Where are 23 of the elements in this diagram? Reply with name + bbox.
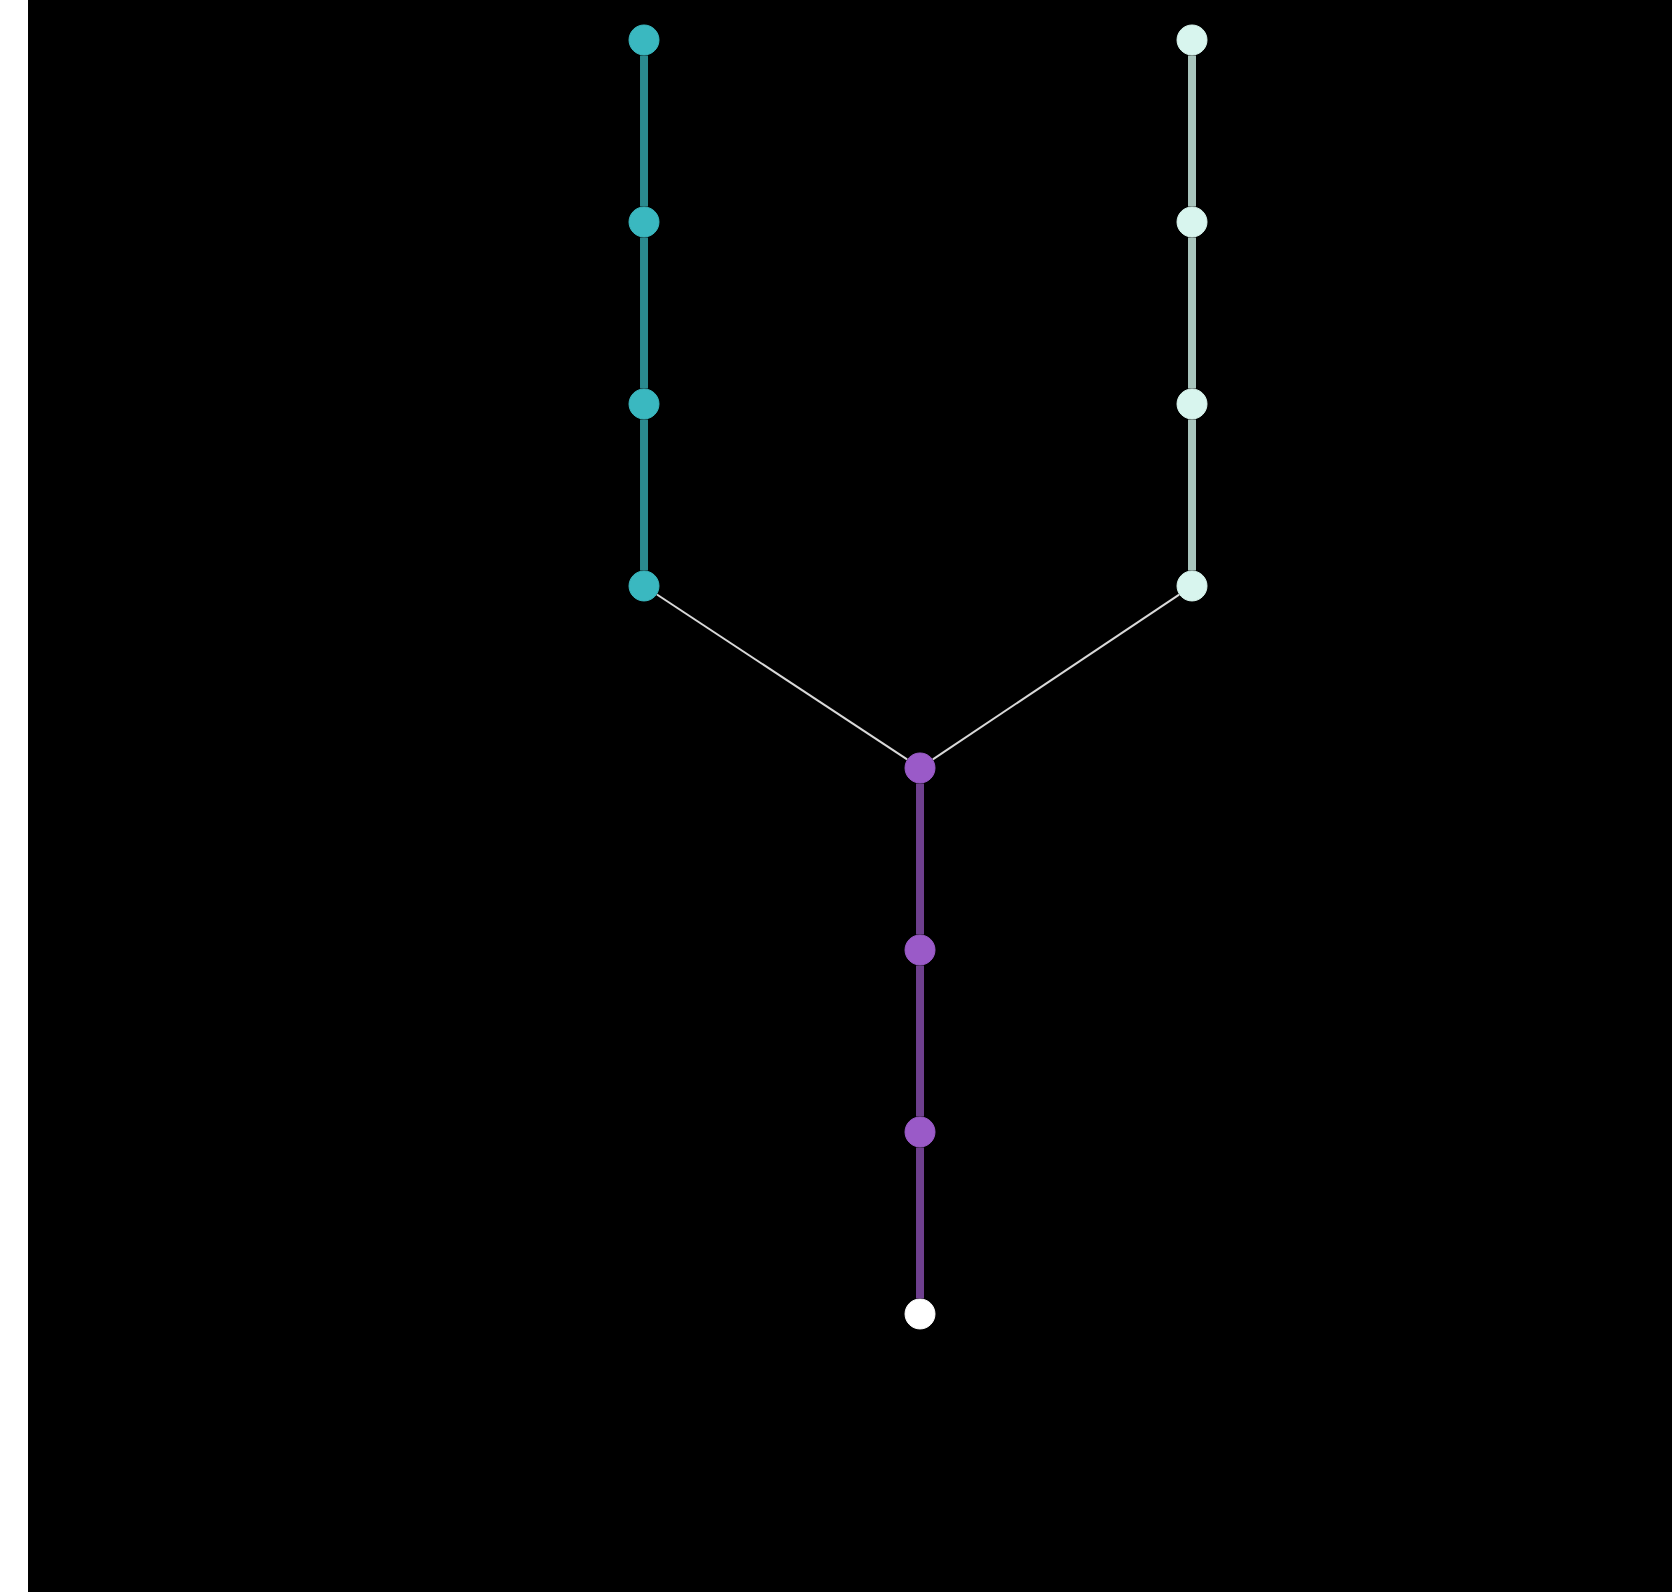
dot [1176, 24, 1208, 56]
line [640, 237, 648, 389]
dot [628, 206, 660, 238]
dot [1176, 570, 1208, 602]
dot [628, 570, 660, 602]
line [916, 965, 924, 1117]
dot [628, 388, 660, 420]
dot [628, 24, 660, 56]
line [1188, 55, 1196, 207]
line [655, 593, 909, 761]
line [916, 1147, 924, 1299]
line [1188, 419, 1196, 571]
dot [1176, 388, 1208, 420]
line [640, 55, 648, 207]
dot [904, 1298, 936, 1330]
dot [904, 752, 936, 784]
dot [904, 934, 936, 966]
line [640, 419, 648, 571]
dot [1176, 206, 1208, 238]
dot [904, 1116, 936, 1148]
line [1188, 237, 1196, 389]
line [931, 593, 1181, 761]
line [916, 783, 924, 935]
